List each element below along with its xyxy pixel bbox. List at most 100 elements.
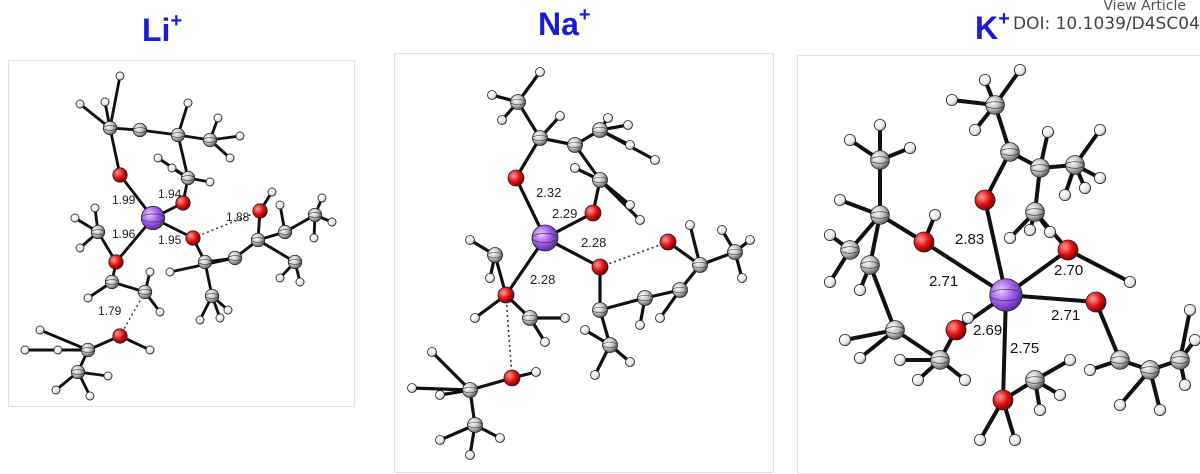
hydrogen-atom [1033,403,1047,417]
atom-ellipsoid-ring [227,255,243,261]
metal-ion-atom [531,224,559,252]
hydrogen-atom [435,435,445,445]
carbon-atom [307,207,323,223]
carbon-atom [1025,370,1045,390]
bond-line [868,263,897,332]
atom-ellipsoid-ring [592,127,608,133]
hydrogen-atom [1003,231,1017,245]
hydrogen-atom [843,133,857,147]
view-article-link[interactable]: View Article [1103,0,1186,14]
bond-line [598,178,642,222]
hydrogen-atom [1183,303,1197,317]
hydrogen-atom [213,113,223,123]
carbon-atom [462,382,478,398]
hydrogen-atom [911,373,925,387]
atom-ellipsoid-ring [870,211,890,219]
atom-ellipsoid-ring [840,246,860,254]
oxygen-atom [185,230,201,246]
hydrogen-atom [945,93,959,107]
hydrogen-atom [928,208,942,222]
hydrogen-bond-line [192,210,261,239]
hydrogen-atom [435,390,445,400]
title-li: Li+ [142,10,183,48]
atom-ellipsoid-ring [1030,164,1050,172]
hydrogen-bond-line [119,291,146,337]
oxygen-atom [591,258,609,276]
atom-ellipsoid-ring [180,175,196,181]
title-k: K+ [975,8,1010,46]
oxygen-atom [659,233,677,251]
hydrogen-atom [903,141,917,155]
bond-line [1066,248,1132,284]
oxygen-atom [507,169,525,187]
atom-ellipsoid-ring [307,212,323,218]
hydrogen-atom [625,357,635,367]
carbon-atom [602,337,618,353]
oxygen-atom [1057,239,1079,261]
hydrogen-atom [53,345,63,355]
hydrogen-atom [823,275,837,289]
hydrogen-atom [75,99,85,109]
atom-ellipsoid-ring [202,137,218,143]
carbon-atom [1065,155,1085,175]
metal-ion-atom [989,278,1023,312]
bond-line [108,74,122,130]
metal-ion-atom [140,205,166,231]
carbon-atom [592,122,608,138]
carbon-atom [90,224,106,240]
distance-label: 1.96 [112,227,136,241]
atom-ellipsoid-ring [602,342,618,348]
atom-ellipsoid-ring [989,289,1023,301]
hydrogen-atom [1153,403,1167,417]
hydrogen-atom [623,120,633,130]
distance-label: 2.71 [929,273,958,290]
hydrogen-atom [90,203,100,213]
hydrogen-atom [873,118,887,132]
hydrogen-atom [958,373,972,387]
hydrogen-atom [215,313,225,323]
atom-ellipsoid-ring [1025,376,1045,384]
oxygen-atom [112,328,128,344]
carbon-atom [467,417,483,433]
hydrogen-atom [51,385,61,395]
hydrogen-atom [1043,225,1057,239]
hydrogen-atom [717,225,727,235]
hydrogen-atom [267,187,277,197]
carbon-atom [870,150,890,170]
hydrogen-atom [295,277,305,287]
hydrogen-atom [327,217,337,227]
hydrogen-atom [655,313,665,323]
atom-ellipsoid-ring [132,127,148,133]
bond-line [430,350,472,392]
oxygen-atom [1085,291,1107,313]
bond-line [108,126,122,177]
oxygen-atom [175,195,191,211]
hydrogen-atom [1093,123,1107,137]
hydrogen-atom [745,235,755,245]
atom-ellipsoid-ring [170,132,186,138]
carbon-atom [287,254,303,270]
hydrogen-atom [183,98,193,108]
hydrogen-atom [223,305,233,315]
doi-text: DOI: 10.1039/D4SC04 [1013,14,1200,34]
hydrogen-atom [1013,63,1027,77]
carbon-atom [277,224,293,240]
hydrogen-atom [823,228,837,242]
carbon-atom [180,170,196,186]
distance-label: 1.79 [98,304,122,318]
carbon-atom [885,320,905,340]
hydrogen-atom [465,450,475,460]
atom-ellipsoid-ring [1140,366,1160,374]
molecule-li [20,71,337,401]
hydrogen-atom [35,325,45,335]
hydrogen-atom [603,113,613,123]
hydrogen-atom [580,325,590,335]
carbon-atom [1110,350,1130,370]
carbon-atom [132,122,148,138]
distance-label: 1.94 [158,187,182,201]
oxygen-atom [497,286,515,304]
hydrogen-atom [1078,181,1092,195]
hydrogen-atom [838,333,852,347]
title-na: Na+ [538,4,591,42]
atom-ellipsoid-ring [90,229,106,235]
